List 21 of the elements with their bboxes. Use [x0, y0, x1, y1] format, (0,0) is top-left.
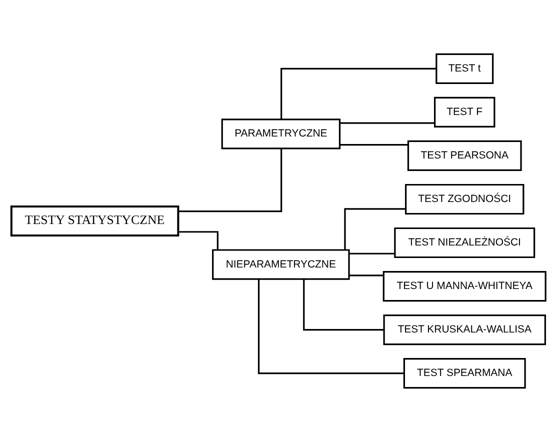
connector — [258, 278, 404, 374]
node-box: TEST F — [434, 96, 496, 128]
node-box: TESTY STATYSTYCZNE — [10, 205, 180, 236]
node-box: TEST KRUSKALA-WALLISA — [383, 314, 546, 345]
node-box: TEST NIEZALEŻNOŚCI — [394, 226, 536, 258]
node-box: TEST U MANNA-WHITNEYA — [382, 270, 546, 302]
connector — [178, 230, 218, 250]
node-box: TEST SPEARMANA — [403, 357, 526, 388]
node-box: TEST PEARSONA — [407, 140, 522, 171]
connector — [344, 208, 406, 250]
connector — [303, 278, 384, 330]
connector — [340, 122, 435, 124]
node-box: TEST t — [436, 52, 494, 84]
connector — [349, 274, 384, 276]
connector — [178, 148, 282, 212]
node-box: PARAMETRYCZNE — [221, 118, 341, 149]
connector — [280, 67, 436, 119]
connector — [349, 252, 395, 254]
connector — [340, 144, 408, 146]
node-box: TEST ZGODNOŚCI — [405, 183, 524, 214]
node-box: NIEPARAMETRYCZNE — [212, 248, 350, 280]
